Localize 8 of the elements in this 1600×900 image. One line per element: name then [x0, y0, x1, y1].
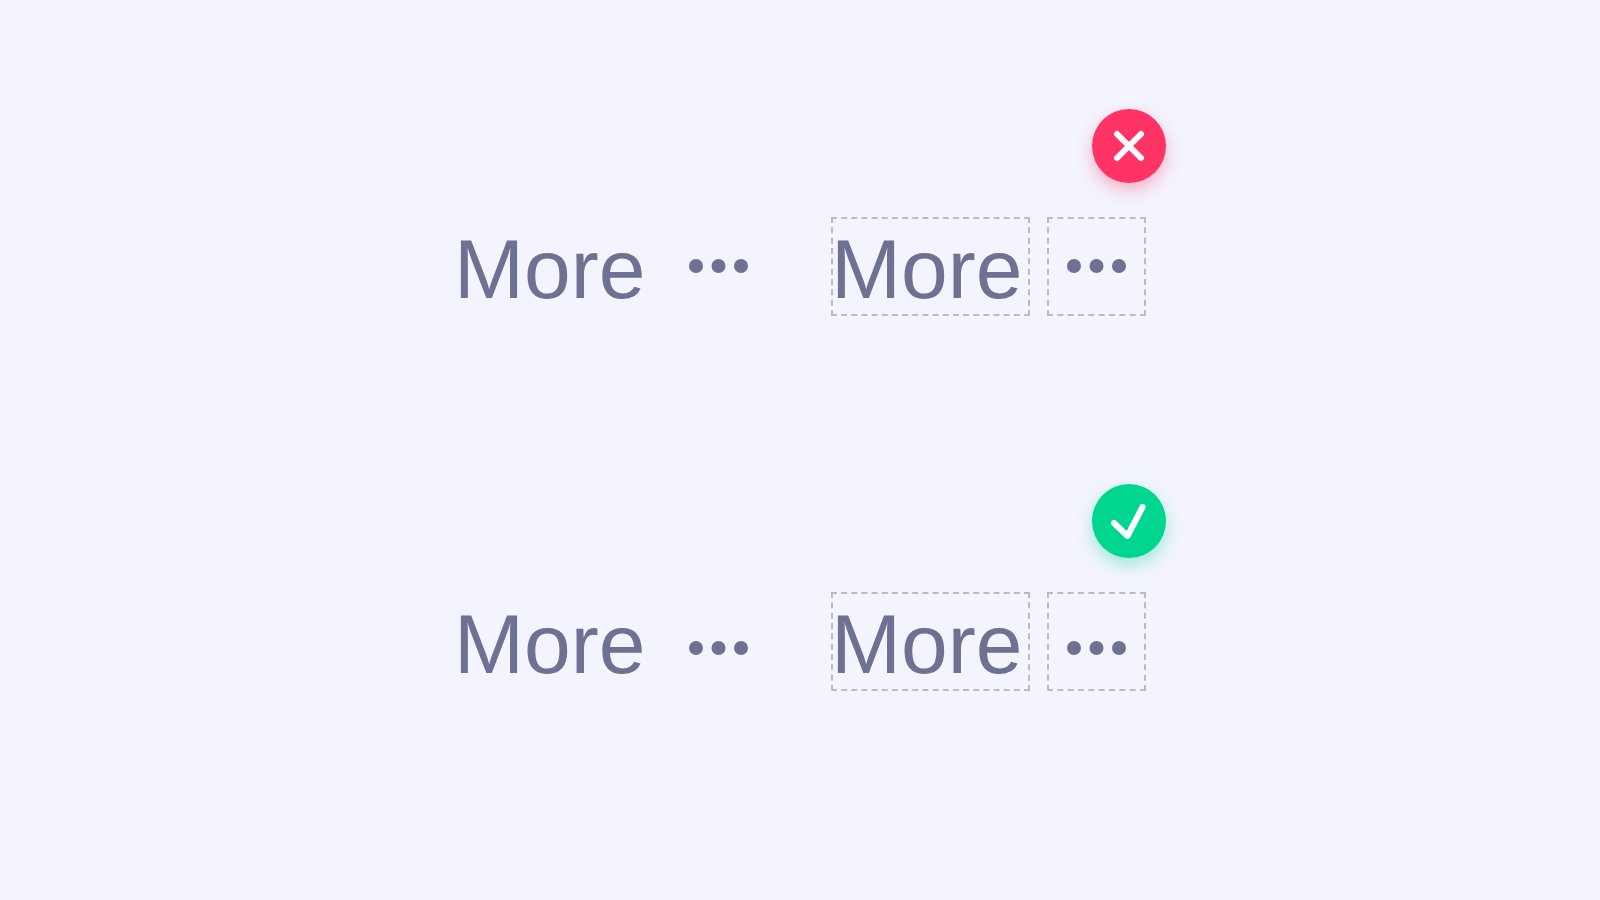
dashed-frame	[831, 592, 1030, 691]
text-label: More	[454, 602, 646, 686]
dashed-frame	[1047, 592, 1146, 691]
text-label: More	[454, 227, 646, 311]
dashed-frame	[831, 217, 1030, 316]
text-label: More	[831, 602, 1023, 686]
dashed-frame	[1047, 217, 1146, 316]
text-label: More	[831, 227, 1023, 311]
